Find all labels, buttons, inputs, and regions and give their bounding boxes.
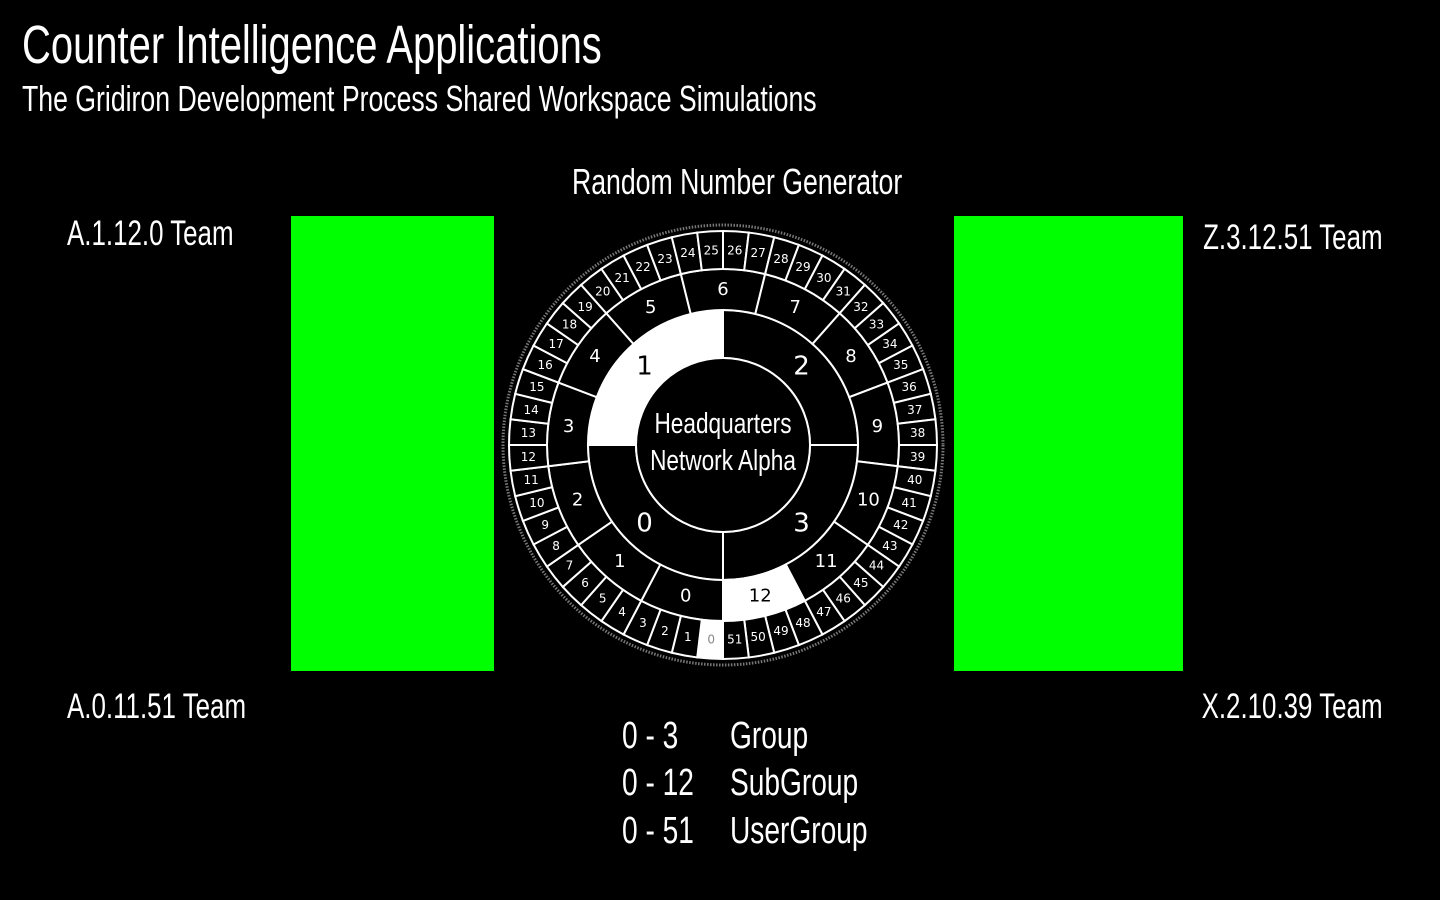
usergroup-segment-label: 45 <box>853 576 868 590</box>
team-label-top-left: A.1.12.0 Team <box>67 214 234 253</box>
usergroup-segment-label: 43 <box>882 539 897 553</box>
legend-range-group: 0 - 3 <box>622 715 679 757</box>
usergroup-segment-label: 40 <box>907 473 922 487</box>
usergroup-segment-label: 16 <box>538 358 553 372</box>
center-circle <box>635 357 811 533</box>
usergroup-segment-label: 51 <box>727 633 742 647</box>
usergroup-segment-label: 7 <box>566 558 574 572</box>
usergroup-segment-label: 34 <box>882 337 897 351</box>
usergroup-segment-label: 6 <box>581 576 589 590</box>
usergroup-segment <box>722 618 750 661</box>
page-subtitle: The Gridiron Development Process Shared … <box>22 78 817 119</box>
usergroup-segment-label: 13 <box>521 426 536 440</box>
subgroup-segment-label: 0 <box>680 585 691 606</box>
usergroup-segment-label: 38 <box>910 426 925 440</box>
usergroup-segment-label: 4 <box>618 605 626 619</box>
usergroup-segment-label: 19 <box>577 300 592 314</box>
usergroup-segment-label: 39 <box>910 450 925 464</box>
center-label-line1: Headquarters <box>654 406 791 439</box>
legend-label-group: Group <box>730 715 809 757</box>
usergroup-segment-label: 25 <box>704 243 719 257</box>
subgroup-segment-label: 8 <box>845 346 856 367</box>
usergroup-segment-label: 47 <box>816 605 831 619</box>
usergroup-segment-label: 8 <box>552 539 560 553</box>
group-segment-label: 3 <box>793 508 810 538</box>
subgroup-segment-label: 10 <box>857 490 880 511</box>
usergroup-segment-label: 11 <box>524 473 539 487</box>
group-segment-label: 0 <box>636 508 653 538</box>
legend-label-subgroup: SubGroup <box>730 762 859 804</box>
usergroup-segment-label: 41 <box>902 496 917 510</box>
green-panel-left <box>291 216 494 671</box>
legend-range-subgroup: 0 - 12 <box>622 762 694 804</box>
subgroup-segment-label: 9 <box>872 416 883 437</box>
usergroup-segment-label: 10 <box>529 496 544 510</box>
usergroup-segment-label: 22 <box>635 260 650 274</box>
usergroup-segment-label: 24 <box>680 246 695 260</box>
usergroup-segment-label: 48 <box>795 616 810 630</box>
usergroup-segment-label: 9 <box>541 518 549 532</box>
group-segment-label: 2 <box>793 352 810 382</box>
subgroup-segment-label: 1 <box>614 551 625 572</box>
subgroup-segment-label: 11 <box>815 551 838 572</box>
usergroup-segment-label: 31 <box>836 284 851 298</box>
subgroup-segment-label: 7 <box>790 297 801 318</box>
team-label-bottom-right: X.2.10.39 Team <box>1202 687 1383 726</box>
usergroup-segment-label: 28 <box>773 252 788 266</box>
usergroup-segment-label: 14 <box>524 403 539 417</box>
usergroup-segment-label: 49 <box>773 624 788 638</box>
usergroup-segment-label: 3 <box>639 616 647 630</box>
usergroup-segment-label: 37 <box>907 403 922 417</box>
usergroup-segment-label: 17 <box>548 337 563 351</box>
usergroup-segment-label: 15 <box>529 380 544 394</box>
team-label-bottom-left: A.0.11.51 Team <box>67 687 247 726</box>
usergroup-segment-label: 50 <box>751 630 766 644</box>
usergroup-segment-label: 26 <box>727 243 742 257</box>
diagram-title: Random Number Generator <box>572 161 903 202</box>
usergroup-segment-label: 12 <box>521 450 536 464</box>
usergroup-segment-label: 20 <box>595 284 610 298</box>
usergroup-segment-label: 5 <box>599 592 607 606</box>
usergroup-segment-label: 21 <box>614 271 629 285</box>
green-panel-right <box>954 216 1183 671</box>
usergroup-segment-label: 2 <box>661 624 669 638</box>
usergroup-segment-label: 44 <box>869 558 884 572</box>
usergroup-segment-label: 18 <box>562 318 577 332</box>
team-label-top-right: Z.3.12.51 Team <box>1203 218 1383 257</box>
center-label-line2: Network Alpha <box>650 443 796 476</box>
legend-label-usergroup: UserGroup <box>730 810 868 852</box>
subgroup-segment-label: 6 <box>717 279 728 300</box>
usergroup-segment-label: 32 <box>853 300 868 314</box>
wheel-rim <box>501 223 945 667</box>
page-title: Counter Intelligence Applications <box>22 15 602 75</box>
usergroup-segment-label: 27 <box>751 246 766 260</box>
usergroup-segment-label: 42 <box>893 518 908 532</box>
subgroup-segment-label: 4 <box>589 346 600 367</box>
subgroup-segment-label: 2 <box>572 490 583 511</box>
usergroup-segment-label: 46 <box>836 592 851 606</box>
usergroup-segment-label: 29 <box>795 260 810 274</box>
usergroup-segment-label: 0 <box>707 633 715 647</box>
legend-range-usergroup: 0 - 51 <box>622 810 694 852</box>
subgroup-segment-label: 12 <box>749 585 772 606</box>
usergroup-segment-label: 30 <box>816 271 831 285</box>
usergroup-segment-label: 33 <box>869 318 884 332</box>
subgroup-segment-label: 5 <box>645 297 656 318</box>
usergroup-segment-label: 23 <box>657 252 672 266</box>
usergroup-segment-label: 1 <box>684 630 692 644</box>
subgroup-segment-label: 3 <box>563 416 574 437</box>
group-segment-label: 1 <box>636 352 653 382</box>
usergroup-segment-label: 36 <box>902 380 917 394</box>
usergroup-segment-label: 35 <box>893 358 908 372</box>
